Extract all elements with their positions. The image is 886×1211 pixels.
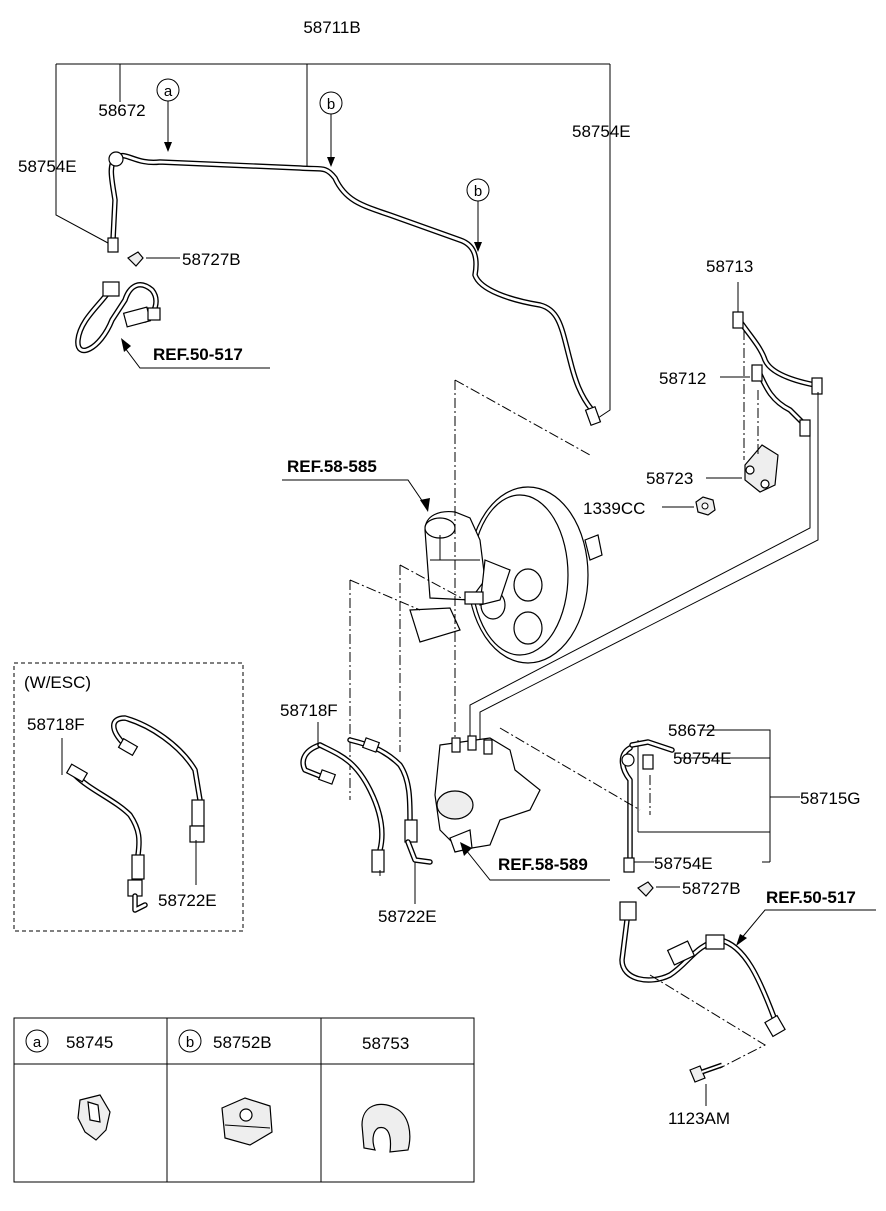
bracket-58715g bbox=[638, 729, 800, 862]
legend-item-58753: 58753 bbox=[361, 1034, 411, 1153]
label-58713: 58713 bbox=[706, 257, 753, 276]
rear-brake-hose-right bbox=[619, 901, 786, 1038]
wesc-box bbox=[13, 662, 244, 932]
label-wesc: (W/ESC) bbox=[24, 673, 91, 692]
legend-b-part: 58752B bbox=[213, 1033, 272, 1052]
clip-58727b-right bbox=[637, 881, 654, 897]
legend-a-letter: a bbox=[33, 1034, 42, 1051]
hecu-to-front-lines bbox=[469, 392, 819, 740]
leader-ref-50-517-top bbox=[124, 347, 270, 369]
callout-b-letter-2: b bbox=[474, 183, 482, 200]
label-58723: 58723 bbox=[646, 469, 693, 488]
rear-line-right bbox=[619, 739, 675, 873]
legend-item-a: a 58745 bbox=[25, 1029, 113, 1141]
label-58672-right: 58672 bbox=[668, 721, 715, 740]
label-58727b-right: 58727B bbox=[682, 879, 741, 898]
dash-bracket bbox=[743, 330, 759, 460]
bolt-1123am bbox=[689, 1062, 723, 1083]
ref-50-517-top: REF.50-517 bbox=[153, 345, 243, 364]
front-brake-lines bbox=[732, 311, 823, 437]
label-58715g: 58715G bbox=[800, 789, 861, 808]
label-58722e: 58722E bbox=[378, 907, 437, 926]
bracket-58723 bbox=[744, 444, 779, 493]
label-58754e-left: 58754E bbox=[18, 157, 77, 176]
label-58711b: 58711B bbox=[303, 18, 360, 37]
label-58754e-r2: 58754E bbox=[654, 854, 713, 873]
bracket-58711b bbox=[55, 63, 611, 421]
label-58672-top: 58672 bbox=[98, 101, 145, 120]
legend-item-b: b 58752B bbox=[178, 1029, 273, 1146]
ref-58-585: REF.58-585 bbox=[287, 457, 377, 476]
label-58718f: 58718F bbox=[280, 701, 338, 720]
hecu-module bbox=[434, 735, 541, 853]
legend-c-part: 58753 bbox=[362, 1034, 409, 1053]
label-58722e-esc: 58722E bbox=[158, 891, 217, 910]
rear-brake-hose-top bbox=[75, 281, 161, 354]
nut-1339cc bbox=[695, 496, 716, 516]
callout-a-top: a bbox=[156, 78, 180, 152]
label-58718f-esc: 58718F bbox=[27, 715, 85, 734]
callout-b-letter-1: b bbox=[327, 96, 335, 113]
brake-booster bbox=[467, 486, 603, 664]
brake-tubes-58718f bbox=[300, 737, 433, 873]
label-1339cc: 1339CC bbox=[583, 499, 645, 518]
leader-ref-58-589 bbox=[465, 849, 610, 881]
rear-brake-line bbox=[107, 151, 602, 426]
label-58754e-right: 58754E bbox=[572, 122, 631, 141]
label-58712: 58712 bbox=[659, 369, 706, 388]
callout-a-letter: a bbox=[164, 83, 173, 100]
legend-a-part: 58745 bbox=[66, 1033, 113, 1052]
dash-mc-lines bbox=[349, 564, 466, 800]
callout-b-lower: b bbox=[466, 178, 490, 252]
dash-mc-top bbox=[454, 379, 591, 740]
label-1123am: 1123AM bbox=[668, 1109, 730, 1128]
ref-58-589: REF.58-589 bbox=[498, 855, 588, 874]
ref-50-517-right: REF.50-517 bbox=[766, 888, 856, 907]
callout-b-upper: b bbox=[319, 91, 343, 167]
esc-brake-tubes bbox=[65, 715, 205, 913]
label-58727b-top: 58727B bbox=[182, 250, 241, 269]
legend-table bbox=[13, 1017, 475, 1183]
label-58754e-r1: 58754E bbox=[673, 749, 732, 768]
clip-58727b-top bbox=[127, 251, 144, 267]
legend-b-letter: b bbox=[186, 1034, 194, 1051]
